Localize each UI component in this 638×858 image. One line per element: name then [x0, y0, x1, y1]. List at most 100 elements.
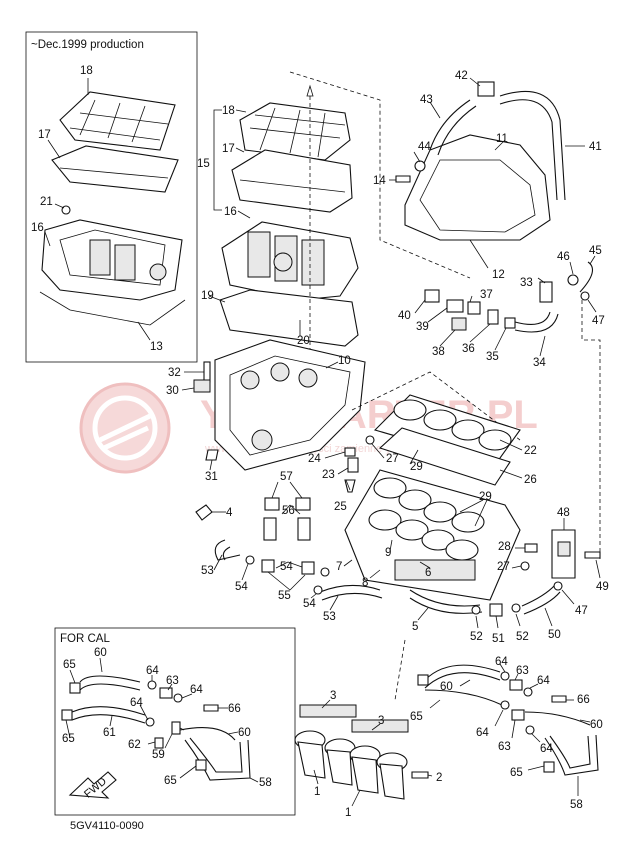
callout-65d: 65 [410, 711, 423, 723]
hose-5 [409, 589, 481, 607]
clip-64d [500, 671, 510, 681]
intake-duct-11 [404, 134, 551, 241]
carburetor-joints: 24 23 25 27 29 22 26 [308, 371, 537, 513]
callout-9: 9 [385, 547, 391, 559]
cal-callout-62: 62 [128, 739, 141, 751]
callout-7: 7 [336, 561, 342, 573]
callout-12: 12 [492, 269, 505, 281]
union-55a [261, 559, 275, 573]
clip-64g [525, 725, 535, 735]
joint-51 [489, 603, 503, 617]
callout-63c: 63 [498, 741, 511, 753]
clip-64e [523, 687, 533, 697]
drain-hoses: 52 51 52 50 47 [470, 581, 588, 645]
cal-callout-60b: 60 [238, 727, 251, 739]
intake-joints: 3 3 1 1 2 [294, 690, 442, 819]
callout-66b: 66 [577, 694, 590, 706]
union-37 [467, 301, 481, 315]
cal-callout-66a: 66 [228, 703, 241, 715]
air-filter-case-body: 10 32 30 31 [166, 339, 366, 483]
callout-16a: 16 [31, 222, 44, 234]
callout-37: 37 [480, 289, 493, 301]
cal-valve-62 [154, 737, 164, 749]
inset-air-filter-case [41, 219, 183, 301]
cap-65e [543, 761, 555, 773]
cal-joint-63 [159, 687, 173, 699]
callout-17a: 17 [38, 129, 51, 141]
callout-54c: 54 [303, 598, 316, 610]
clip-54b [320, 567, 330, 577]
cal-valve-59 [171, 721, 181, 735]
callout-16b: 16 [224, 206, 237, 218]
bolt-2 [411, 771, 429, 779]
fitting-57a [264, 497, 280, 511]
callout-42: 42 [455, 70, 468, 82]
callout-65e: 65 [510, 767, 523, 779]
callout-60d: 60 [590, 719, 603, 731]
inset-frame [25, 31, 198, 363]
intake-joint-1a [297, 741, 326, 779]
screw-66b [551, 695, 567, 703]
inset-title: ~Dec.1999 production [31, 39, 144, 51]
joint-36 [487, 309, 499, 325]
callout-29a: 29 [410, 461, 423, 473]
cal-callout-60a: 60 [94, 647, 107, 659]
for-cal-inset: FOR CAL FWD [54, 627, 296, 816]
screw-27b [520, 561, 530, 571]
callout-21: 21 [40, 196, 53, 208]
screw-27a [365, 435, 375, 445]
joint-42 [477, 81, 495, 97]
air-induction-hoses-lower: 64 63 64 60 66 65 64 63 60 64 65 58 [410, 656, 603, 811]
joint-63c [511, 709, 525, 721]
joint-63b [509, 679, 523, 691]
callout-64f: 64 [476, 727, 489, 739]
callout-18b: 18 [222, 105, 235, 117]
clip-44 [414, 160, 426, 172]
clip-4 [195, 504, 213, 521]
cal-callout-64a: 64 [146, 665, 159, 677]
cal-callout-65c: 65 [164, 775, 177, 787]
callout-45: 45 [589, 245, 602, 257]
callout-26: 26 [524, 474, 537, 486]
carburetor-assembly: 29 48 28 49 27 9 7 8 6 [336, 469, 609, 601]
clip-54c [313, 585, 323, 595]
hose-43 [429, 99, 471, 151]
callout-58b: 58 [570, 799, 583, 811]
callout-64g: 64 [540, 743, 553, 755]
callout-8: 8 [362, 577, 368, 589]
callout-46: 46 [557, 251, 570, 263]
callout-15: 15 [197, 158, 210, 170]
inset-screw-21 [61, 205, 71, 215]
hose-53a [214, 539, 241, 561]
callout-1a: 1 [314, 786, 320, 798]
air-filter-assembly: 18 17 15 16 19 20 [197, 84, 359, 360]
callout-64d: 64 [495, 656, 508, 668]
cal-clip-64b [173, 693, 183, 703]
callout-14: 14 [373, 175, 386, 187]
callout-41: 41 [589, 141, 602, 153]
cal-callout-65a: 65 [63, 659, 76, 671]
cap-65d [417, 674, 429, 686]
inset-air-filter-grid [59, 91, 176, 151]
callout-56: 56 [282, 505, 295, 517]
cal-cap-65a [69, 682, 81, 694]
callout-64e: 64 [537, 675, 550, 687]
clip-54a [245, 555, 255, 565]
callout-54a: 54 [235, 581, 248, 593]
callout-57: 57 [280, 471, 293, 483]
callout-28: 28 [498, 541, 511, 553]
callout-55: 55 [278, 590, 291, 602]
hose-60c [424, 664, 501, 681]
callout-6: 6 [425, 567, 431, 579]
callout-24: 24 [308, 453, 321, 465]
cap-40 [424, 289, 440, 303]
clip-64f [500, 700, 510, 710]
cal-screw-66 [203, 704, 219, 712]
callout-47a: 47 [592, 315, 605, 327]
clip-35 [504, 317, 516, 329]
cal-callout-64b: 64 [190, 684, 203, 696]
hose-65-lower [424, 689, 503, 706]
screw-14 [395, 175, 411, 183]
